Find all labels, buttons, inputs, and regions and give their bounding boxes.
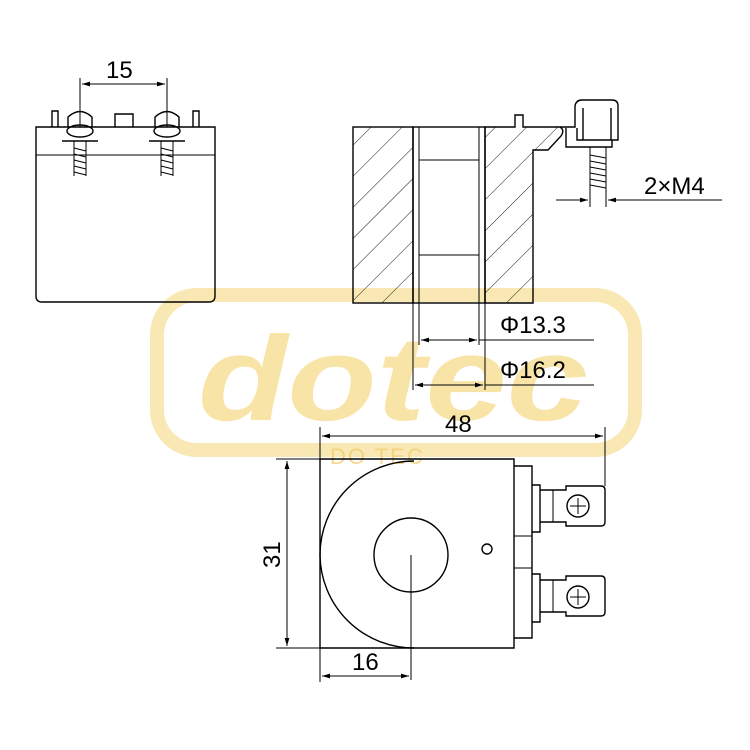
section-view: 2×M4 Φ13.3 Φ16.2 (352, 99, 722, 390)
dim-height: 31 (259, 541, 286, 568)
watermark-sub: DO TEC (330, 444, 425, 469)
dim-center-offset: 16 (352, 649, 379, 676)
top-body (319, 458, 515, 649)
dim-terminal-spacing: 15 (106, 57, 133, 84)
section-terminal (560, 99, 619, 190)
top-terminal-lower (532, 573, 606, 623)
watermark: dotec DO TEC (150, 288, 642, 469)
section-left-wall (352, 126, 414, 304)
top-marker-dot (481, 543, 493, 555)
dim-inner-diameter: Φ13.3 (500, 312, 566, 339)
top-terminal-upper (532, 484, 606, 533)
front-top-bracket (51, 110, 200, 127)
top-coil-outline (319, 460, 415, 649)
watermark-brand: dotec (198, 312, 588, 446)
top-view: 48 31 16 (259, 411, 606, 682)
dim-width: 48 (445, 411, 472, 438)
section-bore (412, 126, 486, 304)
dim-thread: 2×M4 (644, 173, 705, 200)
dim-outer-diameter: Φ16.2 (500, 357, 566, 384)
front-view: 15 (35, 57, 216, 303)
front-body (35, 126, 216, 303)
section-right-wall (484, 114, 564, 304)
